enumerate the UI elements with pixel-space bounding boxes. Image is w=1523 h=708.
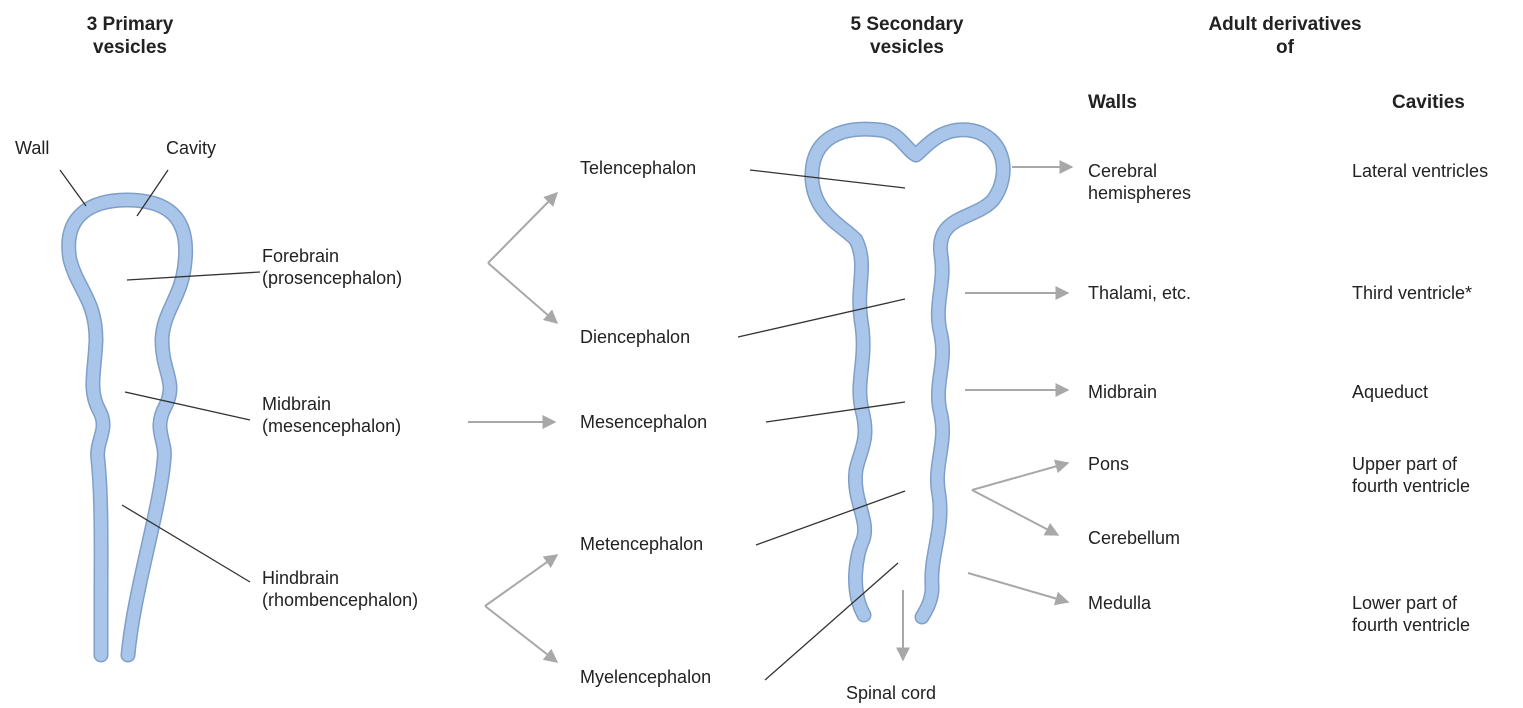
- cavity-upper-fourth-ventricle: Upper part of fourth ventricle: [1352, 453, 1470, 497]
- label-forebrain-alt: (prosencephalon): [262, 267, 402, 289]
- heading-primary-line2: vesicles: [60, 36, 200, 59]
- heading-secondary-line2: vesicles: [822, 36, 992, 59]
- label-midbrain-alt: (mesencephalon): [262, 415, 401, 437]
- label-hindbrain: Hindbrain (rhombencephalon): [262, 567, 418, 611]
- label-midbrain-name: Midbrain: [262, 393, 401, 415]
- cavity-aqueduct: Aqueduct: [1352, 381, 1428, 403]
- secondary-vesicles-tube: [812, 129, 1003, 617]
- wall-cerebral-line1: Cerebral: [1088, 160, 1191, 182]
- arrow-hindbrain-myelencephalon: [485, 606, 557, 662]
- label-cavity: Cavity: [166, 137, 216, 159]
- flow-arrows: [468, 167, 1072, 662]
- wall-medulla: Medulla: [1088, 592, 1151, 614]
- heading-secondary: 5 Secondary vesicles: [822, 13, 992, 59]
- arrow-forebrain-diencephalon: [488, 263, 557, 323]
- heading-primary-line1: 3 Primary: [60, 13, 200, 36]
- cavity-lower-line2: fourth ventricle: [1352, 614, 1470, 636]
- heading-primary: 3 Primary vesicles: [60, 13, 200, 59]
- label-telencephalon: Telencephalon: [580, 157, 696, 179]
- heading-cavities: Cavities: [1392, 91, 1465, 114]
- leader-metencephalon: [756, 491, 905, 545]
- label-metencephalon: Metencephalon: [580, 533, 703, 555]
- cavity-third-ventricle: Third ventricle*: [1352, 282, 1472, 304]
- leader-mesencephalon: [766, 402, 905, 422]
- leader-telencephalon: [750, 170, 905, 188]
- label-myelencephalon: Myelencephalon: [580, 666, 711, 688]
- wall-pons: Pons: [1088, 453, 1129, 475]
- leader-wall: [60, 170, 86, 206]
- cavity-lower-fourth-ventricle: Lower part of fourth ventricle: [1352, 592, 1470, 636]
- wall-cerebellum: Cerebellum: [1088, 527, 1180, 549]
- wall-midbrain: Midbrain: [1088, 381, 1157, 403]
- label-hindbrain-name: Hindbrain: [262, 567, 418, 589]
- heading-adult-line2: of: [1160, 36, 1410, 59]
- arrow-hindbrain-metencephalon: [485, 555, 557, 606]
- wall-thalami: Thalami, etc.: [1088, 282, 1191, 304]
- cavity-upper-line1: Upper part of: [1352, 453, 1470, 475]
- label-mesencephalon: Mesencephalon: [580, 411, 707, 433]
- leader-diencephalon: [738, 299, 905, 337]
- heading-adult-line1: Adult derivatives: [1160, 13, 1410, 36]
- cavity-lateral-ventricles: Lateral ventricles: [1352, 160, 1488, 182]
- leader-myelencephalon: [765, 563, 898, 680]
- leader-forebrain: [127, 272, 260, 280]
- wall-cerebral-line2: hemispheres: [1088, 182, 1191, 204]
- label-spinal-cord: Spinal cord: [846, 682, 936, 704]
- label-forebrain: Forebrain (prosencephalon): [262, 245, 402, 289]
- leader-midbrain: [125, 392, 250, 420]
- cavity-upper-line2: fourth ventricle: [1352, 475, 1470, 497]
- label-midbrain-primary: Midbrain (mesencephalon): [262, 393, 401, 437]
- heading-walls: Walls: [1088, 91, 1137, 114]
- heading-adult-derivatives: Adult derivatives of: [1160, 13, 1410, 59]
- arrow-to-pons: [972, 463, 1068, 490]
- primary-vesicles-tube: [69, 200, 186, 655]
- cavity-lower-line1: Lower part of: [1352, 592, 1470, 614]
- label-hindbrain-alt: (rhombencephalon): [262, 589, 418, 611]
- arrow-forebrain-telencephalon: [488, 193, 557, 263]
- label-diencephalon: Diencephalon: [580, 326, 690, 348]
- label-wall: Wall: [15, 137, 49, 159]
- arrow-to-medulla: [968, 573, 1068, 602]
- heading-secondary-line1: 5 Secondary: [822, 13, 992, 36]
- arrow-to-cerebellum: [972, 490, 1058, 535]
- label-forebrain-name: Forebrain: [262, 245, 402, 267]
- wall-cerebral-hemispheres: Cerebral hemispheres: [1088, 160, 1191, 204]
